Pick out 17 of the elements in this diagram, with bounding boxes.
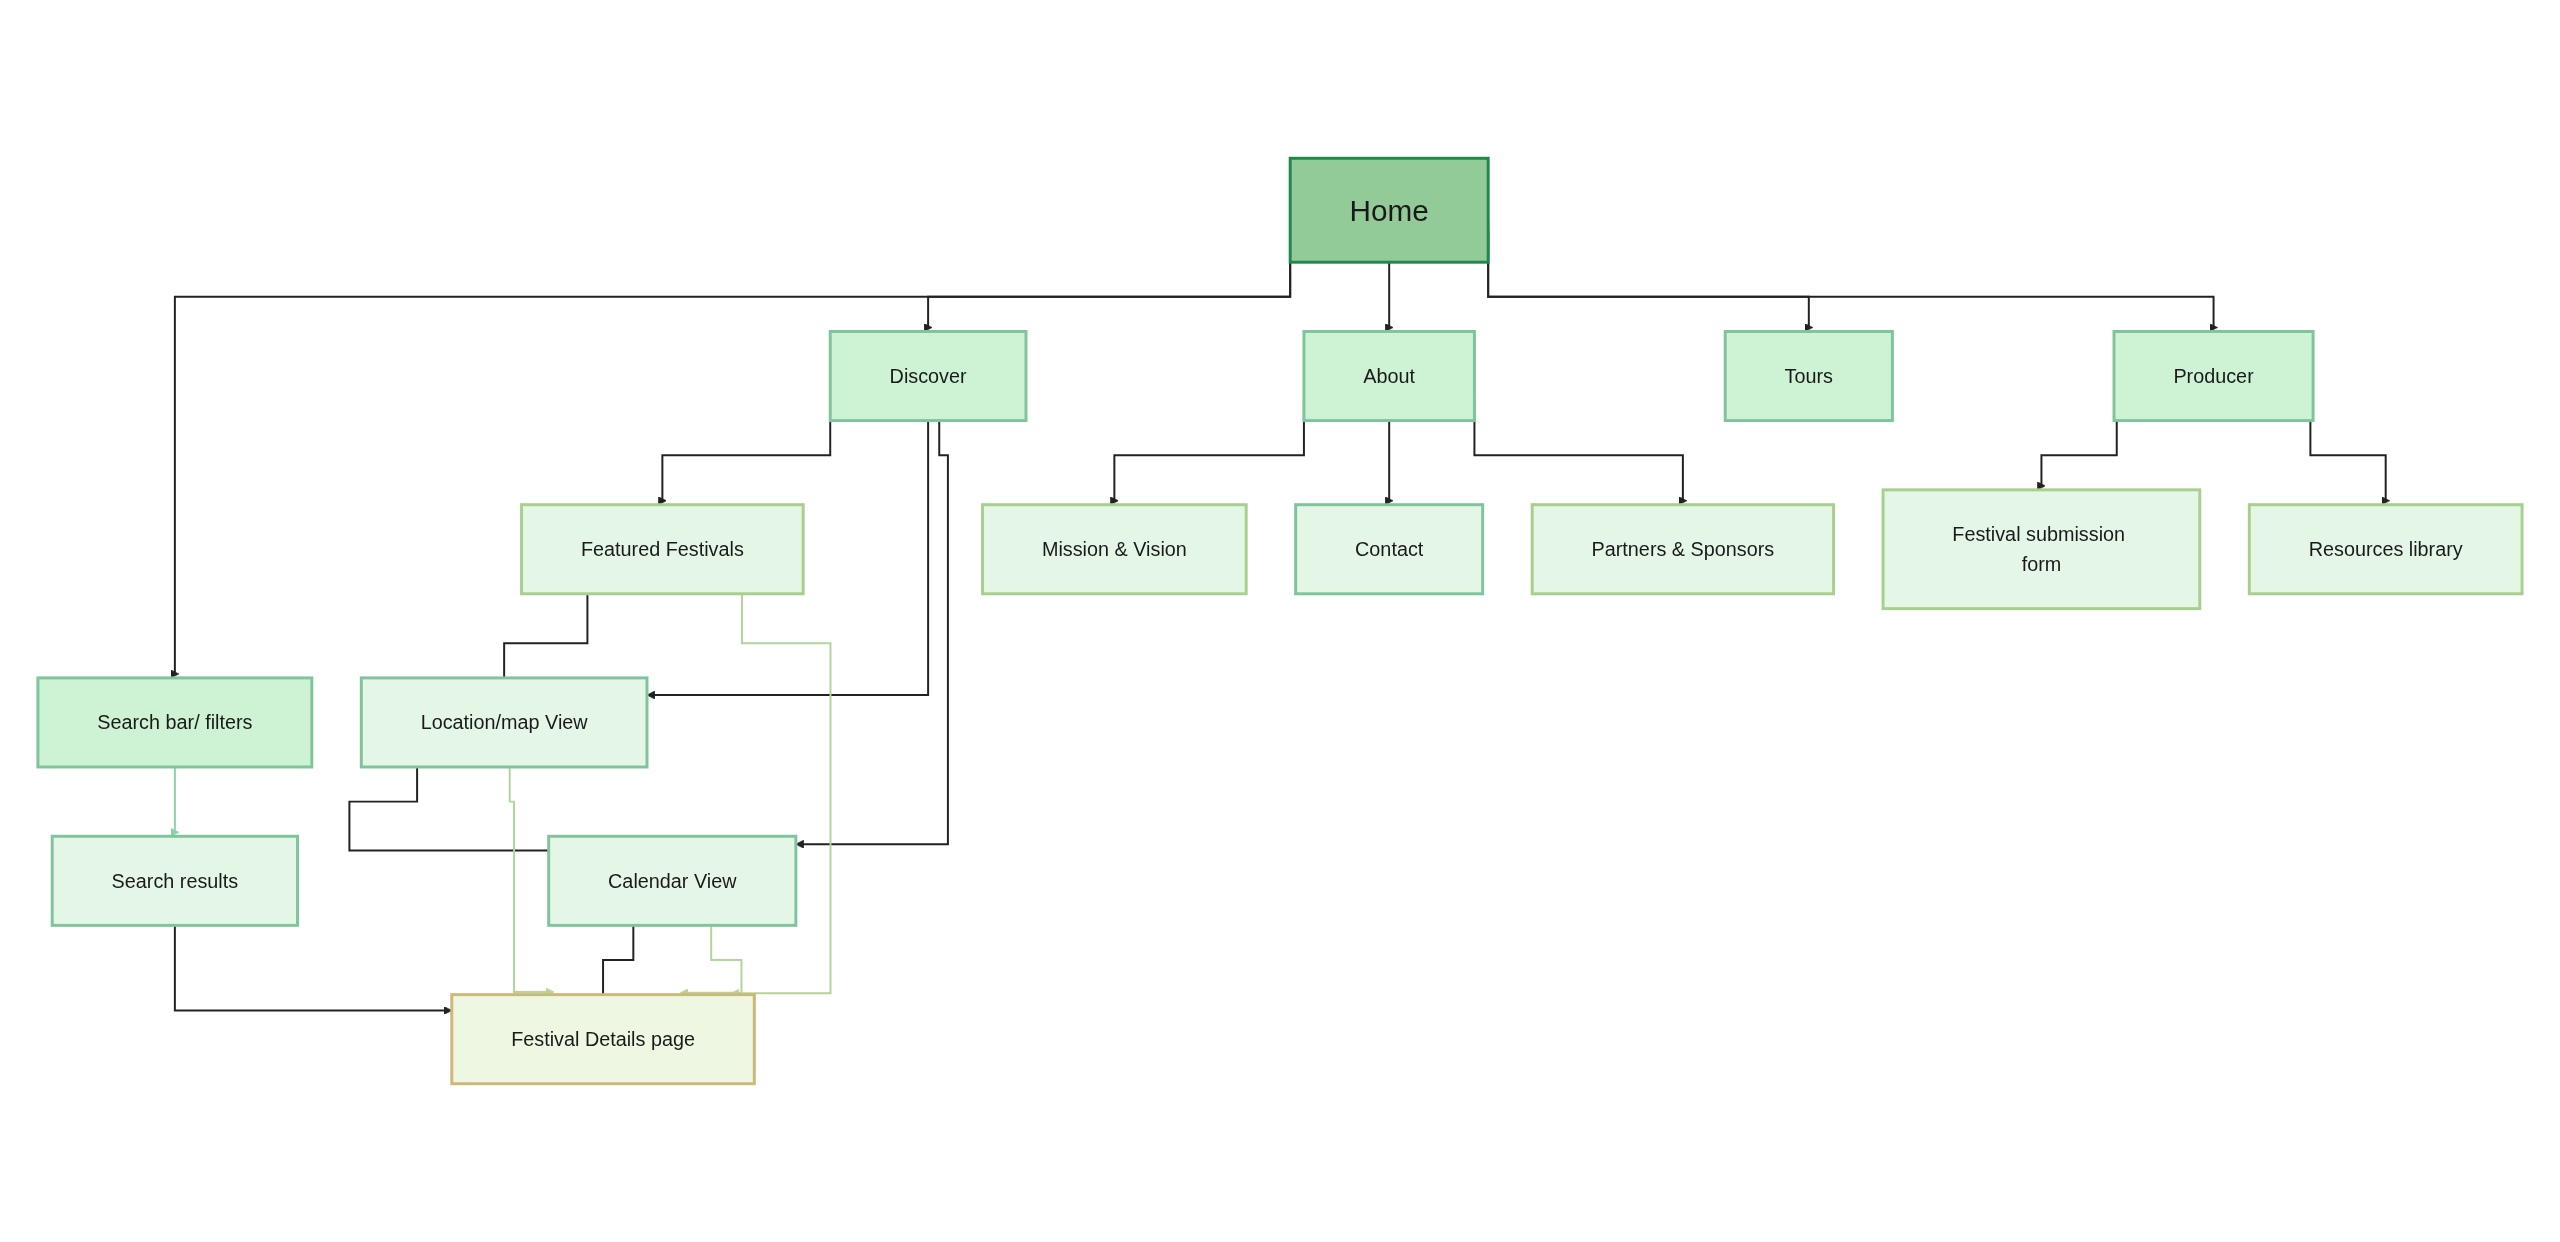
node-box: Search bar/ filters [36, 676, 314, 769]
node-box: Calendar View [547, 834, 798, 927]
node-box: Location/map View [359, 676, 649, 769]
node-box: Search results [50, 834, 299, 927]
node-box: Contact [1294, 503, 1485, 596]
node-box: Home [1288, 156, 1490, 264]
node-box: Festival Details page [450, 993, 756, 1086]
node-box: Discover [828, 330, 1028, 423]
node-box: Resources library [2247, 503, 2524, 596]
node-box: Partners & Sponsors [1530, 503, 1836, 596]
node-box: Mission & Vision [981, 503, 1248, 596]
node-box: Featured Festivals [520, 503, 805, 596]
arrow [170, 766, 180, 837]
node-box: About [1302, 330, 1476, 423]
node-box: Tours [1723, 330, 1894, 423]
node-box: Producer [2112, 330, 2315, 423]
node-box: Festival submission form [1881, 488, 2202, 611]
